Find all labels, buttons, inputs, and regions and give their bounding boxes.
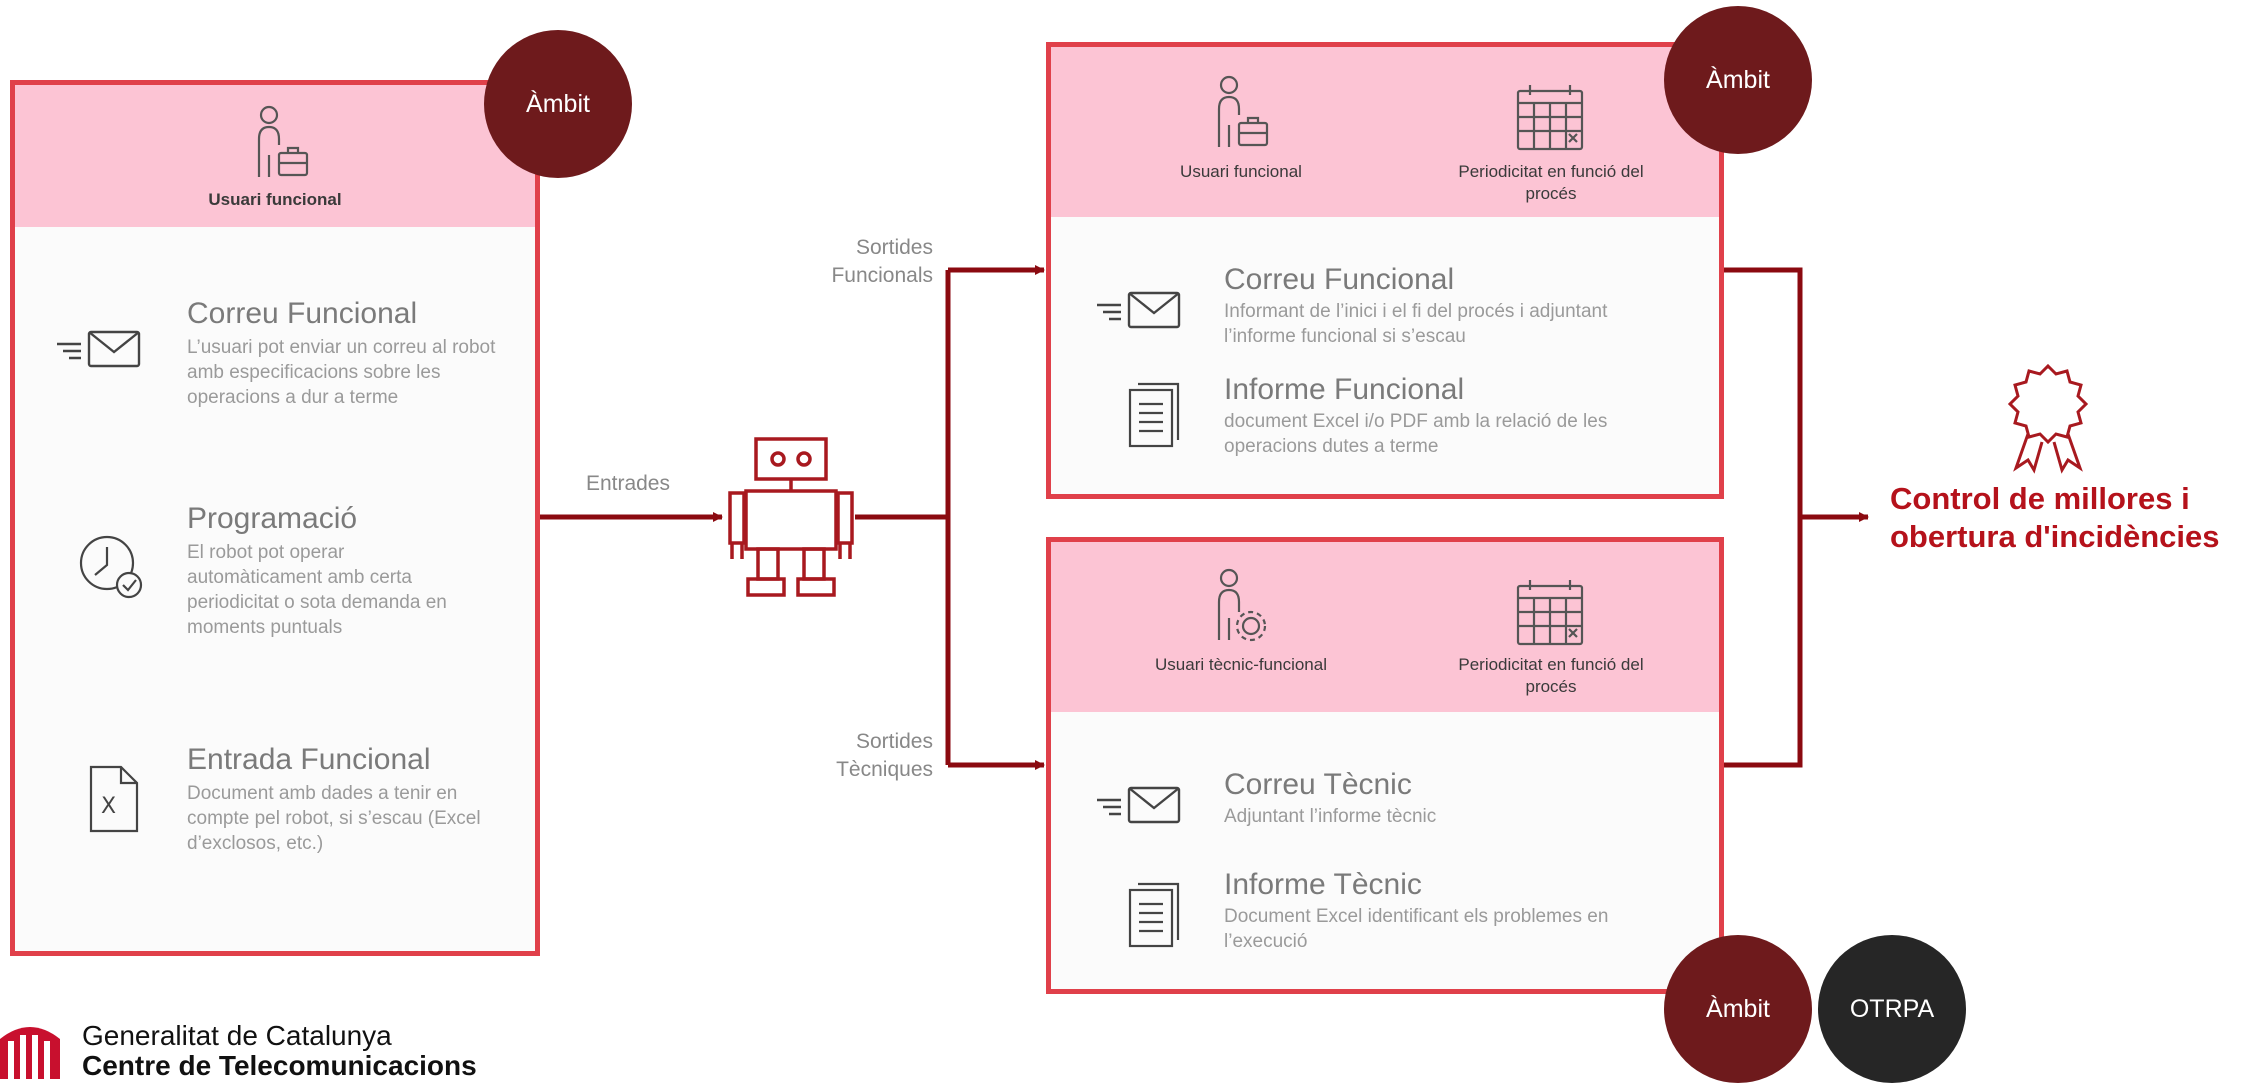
item-title: Informe Tècnic [1224,868,1422,901]
generalitat-logo-icon [0,1027,60,1079]
item-title: Entrada Funcional [187,743,431,776]
item-description: El robot pot operar automàticament amb c… [187,542,447,638]
user-briefcase-icon [257,105,309,177]
item-description: Document amb dades a tenir en compte pel… [187,783,481,854]
award-ribbon-icon [2007,363,2089,474]
functional-output-panel: Usuari funcional Periodicitat en funció … [1046,42,1724,499]
user-briefcase-icon [1217,75,1269,147]
robot-icon [728,437,854,597]
logo-line-2: Centre de Telecomunicacions [82,1050,477,1081]
panel-header: Usuari funcional [15,85,535,227]
email-icon [1097,291,1181,329]
logo-line-1: Generalitat de Catalunya [82,1020,392,1051]
item-description: Document Excel identificant els probleme… [1224,906,1609,952]
item-title: Programació [187,502,358,535]
svg-text:X: X [101,794,116,819]
email-icon [57,330,141,368]
item-description: Informant de l’inici i el fi del procés … [1224,301,1608,347]
otrpa-badge: OTRPA [1818,935,1966,1083]
panel-header-label: Usuari funcional [208,190,342,209]
item-title: Informe Funcional [1224,373,1465,406]
technical-output-panel: Usuari tècnic-funcional Periodicitat en … [1046,537,1724,994]
panel-header: Usuari tècnic-funcional Periodicitat en … [1051,542,1719,712]
panel-header-label: Periodicitat en funció del procés [1458,655,1644,696]
panel-header: Usuari funcional Periodicitat en funció … [1051,47,1719,217]
input-label: Entrades [585,472,670,495]
output-functional-label: Sortides Funcionals [831,236,933,287]
document-icon [1128,382,1180,448]
item-description: document Excel i/o PDF amb la relació de… [1224,411,1608,457]
document-icon [1128,882,1180,948]
item-description: Adjuntant l’informe tècnic [1224,806,1437,827]
result-label: Control de millores i obertura d'incidèn… [1890,481,2220,554]
item-title: Correu Tècnic [1224,768,1412,801]
output-technical-label: Sortides Tècniques [836,730,933,781]
user-gear-icon [1217,568,1267,642]
scope-badge: Àmbit [1664,935,1812,1083]
panel-header-label: Periodicitat en funció del procés [1458,162,1644,203]
email-icon [1097,786,1181,824]
excel-file-icon: X [89,765,139,833]
item-title: Correu Funcional [187,297,418,330]
item-description: L’usuari pot enviar un correu al robot a… [187,337,496,408]
panel-header-label: Usuari tècnic-funcional [1155,655,1327,674]
merge-top [1720,267,1803,768]
panel-header-label: Usuari funcional [1180,162,1302,181]
item-title: Correu Funcional [1224,263,1455,296]
input-scope-panel: Usuari funcional Correu Funcional L’usua… [10,80,540,956]
calendar-icon [1516,580,1584,646]
scope-badge: Àmbit [484,30,632,178]
clock-check-icon [79,535,143,599]
calendar-icon [1516,85,1584,151]
scope-badge: Àmbit [1664,6,1812,154]
